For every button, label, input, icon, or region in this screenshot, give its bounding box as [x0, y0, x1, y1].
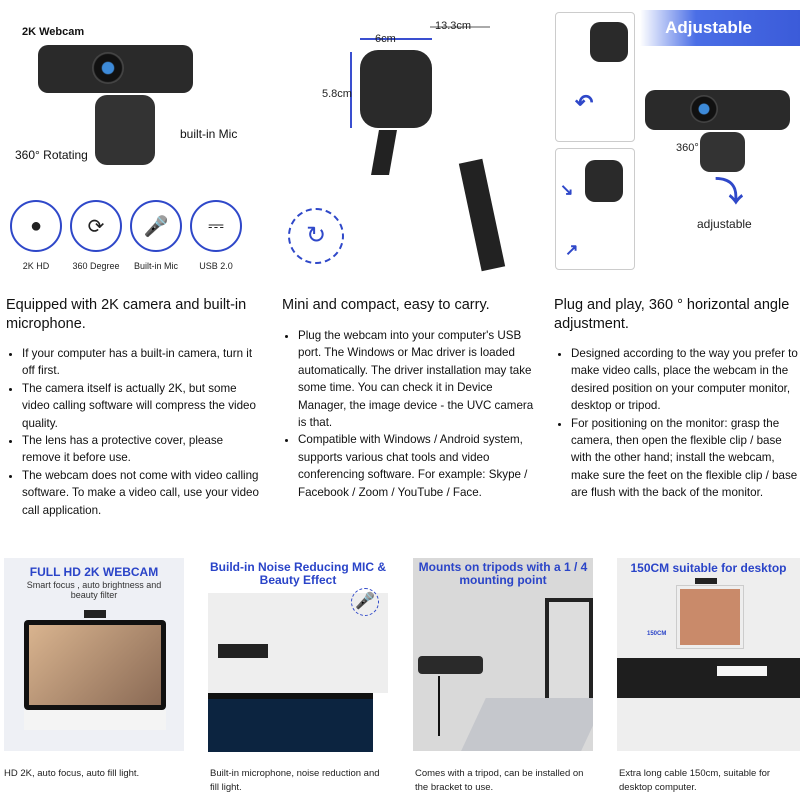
- gallery-caption: Comes with a tripod, can be installed on…: [415, 768, 584, 793]
- gallery-image-tripod: Mounts on tripods with a 1 / 4 mounting …: [413, 558, 593, 751]
- webcam-clip-fold: [458, 158, 506, 272]
- monitor: [24, 620, 166, 710]
- gallery-caption: Extra long cable 150cm, suitable for des…: [619, 768, 771, 793]
- gallery-image-desktop: 150CM suitable for desktop 150CM: [617, 558, 800, 751]
- dim-line: [360, 38, 432, 40]
- adjust-frame-top: [555, 12, 635, 142]
- bullet-item: Compatible with Windows / Android system…: [298, 431, 540, 501]
- usb-icon: ⎓: [190, 200, 242, 252]
- feature-bullets: Designed according to the way you prefer…: [551, 345, 800, 502]
- bullet-item: The webcam does not come with video call…: [22, 467, 264, 519]
- feature-bullets: If your computer has a built-in camera, …: [2, 345, 264, 519]
- bullet-item: For positioning on the monitor: grasp th…: [571, 415, 800, 502]
- webcam: [418, 656, 483, 674]
- webcam-body: [590, 22, 628, 62]
- gallery-title: FULL HD 2K WEBCAM: [29, 565, 159, 579]
- gallery-caption: HD 2K, auto focus, auto fill light.: [4, 768, 140, 779]
- webcam-lens: [92, 52, 124, 84]
- camera-icon: ●: [10, 200, 62, 252]
- monitor-chin: [24, 710, 166, 730]
- bullet-item: If your computer has a built-in camera, …: [22, 345, 264, 380]
- dim-length: 13.3cm: [435, 20, 472, 32]
- laptop-screen: [545, 598, 593, 708]
- webcam-body: [360, 50, 432, 128]
- gallery-title: Mounts on tripods with a 1 / 4 mounting …: [418, 560, 588, 587]
- webcam-lens: [690, 95, 718, 123]
- annotation-rotating: 360° Rotating: [15, 148, 88, 162]
- desk: [617, 658, 800, 698]
- rotate-icon: ↻: [288, 208, 344, 264]
- dim-height: 5.8cm: [322, 88, 352, 100]
- webcam: [84, 610, 106, 618]
- keyboard: [717, 666, 767, 676]
- monitor: [676, 585, 744, 649]
- feature-heading: Equipped with 2K camera and built-in mic…: [6, 297, 247, 332]
- laptop-keyboard: [460, 698, 593, 751]
- monitor-screen: [208, 693, 373, 752]
- icon-label: 360 Degree: [72, 261, 120, 271]
- webcam-clip: [371, 130, 397, 175]
- bullet-item: Designed according to the way you prefer…: [571, 345, 800, 415]
- feature-bullets: Plug the webcam into your computer's USB…: [278, 327, 540, 501]
- dim-width: 6cm: [375, 33, 396, 45]
- annotation-2k-webcam: 2K Webcam: [22, 26, 85, 38]
- microphone-icon: 🎤: [130, 200, 182, 252]
- dim-line: [430, 26, 490, 28]
- adjust-frame-bottom: [555, 148, 635, 270]
- rotate-camera-icon: ⟳: [70, 200, 122, 252]
- annotation-mic: built-in Mic: [180, 127, 238, 141]
- curved-arrow-icon: ↶: [575, 90, 594, 115]
- bullet-item: The camera itself is actually 2K, but so…: [22, 380, 264, 432]
- icon-label: USB 2.0: [199, 261, 233, 271]
- webcam: [695, 578, 717, 584]
- gallery-caption: Built-in microphone, noise reduction and…: [210, 768, 380, 793]
- icon-label: 2K HD: [22, 261, 50, 271]
- microphone-icon: 🎤: [351, 588, 379, 616]
- feature-heading: Plug and play, 360 ° horizontal angle ad…: [554, 297, 790, 332]
- arrow-icon: ↗: [565, 242, 579, 259]
- gallery-subtitle: Smart focus , auto brightness and beauty…: [26, 580, 162, 600]
- dim-line: [350, 52, 352, 128]
- gallery-title: Build-in Noise Reducing MIC & Beauty Eff…: [210, 560, 386, 587]
- gallery-title: 150CM suitable for desktop: [630, 561, 787, 575]
- curved-arrow-icon: ⤵: [715, 176, 744, 207]
- annotation-adjustable: adjustable: [697, 217, 752, 231]
- gallery-image-full-hd: FULL HD 2K WEBCAM Smart focus , auto bri…: [4, 558, 184, 751]
- tripod: [438, 676, 440, 736]
- gallery-image-mic: Build-in Noise Reducing MIC & Beauty Eff…: [208, 558, 388, 752]
- webcam-body: [585, 160, 623, 202]
- webcam-stand: [95, 95, 155, 165]
- webcam-stand: [700, 132, 745, 172]
- annotation-360: 360°: [676, 142, 699, 154]
- arrow-icon: ↘: [560, 182, 574, 199]
- bullet-item: The lens has a protective cover, please …: [22, 432, 264, 467]
- cable-length-label: 150CM: [647, 631, 667, 637]
- feature-heading: Mini and compact, easy to carry.: [282, 297, 490, 313]
- bullet-item: Plug the webcam into your computer's USB…: [298, 327, 540, 431]
- icon-label: Built-in Mic: [133, 261, 178, 271]
- adjustable-badge: Adjustable: [640, 10, 800, 46]
- webcam: [218, 644, 268, 658]
